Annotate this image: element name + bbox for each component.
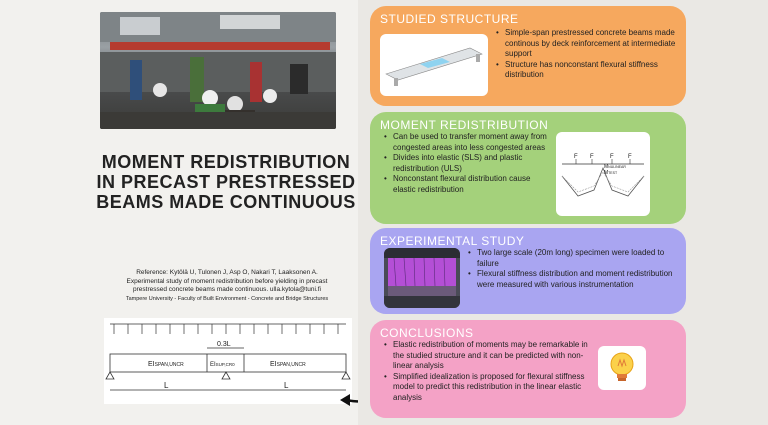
conclusions-heading: CONCLUSIONS: [380, 326, 474, 340]
reference-line-1: Reference: Kytölä U, Tulonen J, Asp O, N…: [136, 269, 318, 276]
force-label-4: F: [628, 154, 632, 160]
experimental-heading: EXPERIMENTAL STUDY: [380, 234, 525, 248]
span-right-sub: SPAN,UNCR: [277, 362, 306, 368]
reference-line-3: prestressed concrete beams made continuo…: [133, 286, 321, 293]
span-right-label: EI: [270, 361, 277, 368]
conclusions-bullet-1: Elastic redistribution of moments may be…: [384, 340, 594, 372]
section-experimental-study: EXPERIMENTAL STUDY Two large scale (20m …: [370, 228, 686, 314]
moment-diagram-image: F F F F MNULINEAR MTEST: [556, 132, 650, 216]
length-left: L: [164, 381, 169, 390]
lightbulb-icon: [598, 346, 646, 390]
studied-heading: STUDIED STRUCTURE: [380, 12, 519, 26]
poster-title: MOMENT REDISTRIBUTION IN PRECAST PRESTRE…: [96, 152, 356, 212]
section-conclusions: CONCLUSIONS Elastic redistribution of mo…: [370, 320, 686, 418]
lab-photo: [100, 12, 336, 129]
svg-text:EISPAN,UNCR: EISPAN,UNCR: [148, 361, 184, 368]
svg-text:MTEST: MTEST: [604, 170, 618, 176]
svg-text:EISUP,CR0: EISUP,CR0: [210, 362, 235, 368]
conclusions-bullet-2: Simplified idealization is proposed for …: [384, 372, 594, 404]
length-right: L: [284, 381, 289, 390]
moment-bullet-2: Divides into elastic (SLS) and plastic r…: [384, 153, 554, 174]
dim-label: 0.3L: [217, 341, 231, 348]
force-label-1: F: [574, 154, 578, 160]
reference-line-4: Tampere University - Faculty of Built En…: [125, 295, 329, 302]
studied-bullet-1: Simple-span prestressed concrete beams m…: [496, 28, 680, 60]
force-label-2: F: [590, 154, 594, 160]
experimental-bullet-1: Two large scale (20m long) specimen were…: [468, 248, 680, 269]
moment-heading: MOMENT REDISTRIBUTION: [380, 118, 549, 132]
span-left-sub: SPAN,UNCR: [155, 362, 184, 368]
moment-label-1-sub: NULINEAR: [608, 165, 626, 169]
span-left-label: EI: [148, 361, 155, 368]
section-studied-structure: STUDIED STRUCTURE Simple-span prestresse…: [370, 6, 686, 106]
left-panel: MOMENT REDISTRIBUTION IN PRECAST PRESTRE…: [0, 0, 358, 425]
moment-label-1: M: [604, 164, 608, 170]
moment-bullet-3: Nonconstant flexural distribution cause …: [384, 174, 554, 195]
reference-block: Reference: Kytölä U, Tulonen J, Asp O, N…: [98, 269, 356, 303]
specimen-photo: [384, 248, 460, 308]
moment-label-2: M: [604, 170, 608, 176]
force-label-3: F: [610, 154, 614, 160]
support-label: EI: [210, 362, 216, 368]
moment-label-2-sub: TEST: [608, 171, 618, 175]
reference-line-2: Experimental study of moment redistribut…: [126, 277, 328, 285]
support-sub: SUP,CR0: [216, 362, 235, 367]
section-moment-redistribution: MOMENT REDISTRIBUTION Can be used to tra…: [370, 112, 686, 224]
studied-bullet-2: Structure has nonconstant flexural stiff…: [496, 60, 680, 81]
svg-text:EISPAN,UNCR: EISPAN,UNCR: [270, 361, 306, 368]
beam-model-image: [380, 34, 488, 96]
moment-bullet-1: Can be used to transfer moment away from…: [384, 132, 554, 153]
svg-text:MNULINEAR: MNULINEAR: [604, 164, 626, 170]
beam-stiffness-diagram: 0.3L EISPAN,UNCR EISUP,CR0 EISPAN,UNCR L…: [104, 318, 352, 404]
experimental-bullet-2: Flexural stiffness distribution and mome…: [468, 269, 680, 290]
